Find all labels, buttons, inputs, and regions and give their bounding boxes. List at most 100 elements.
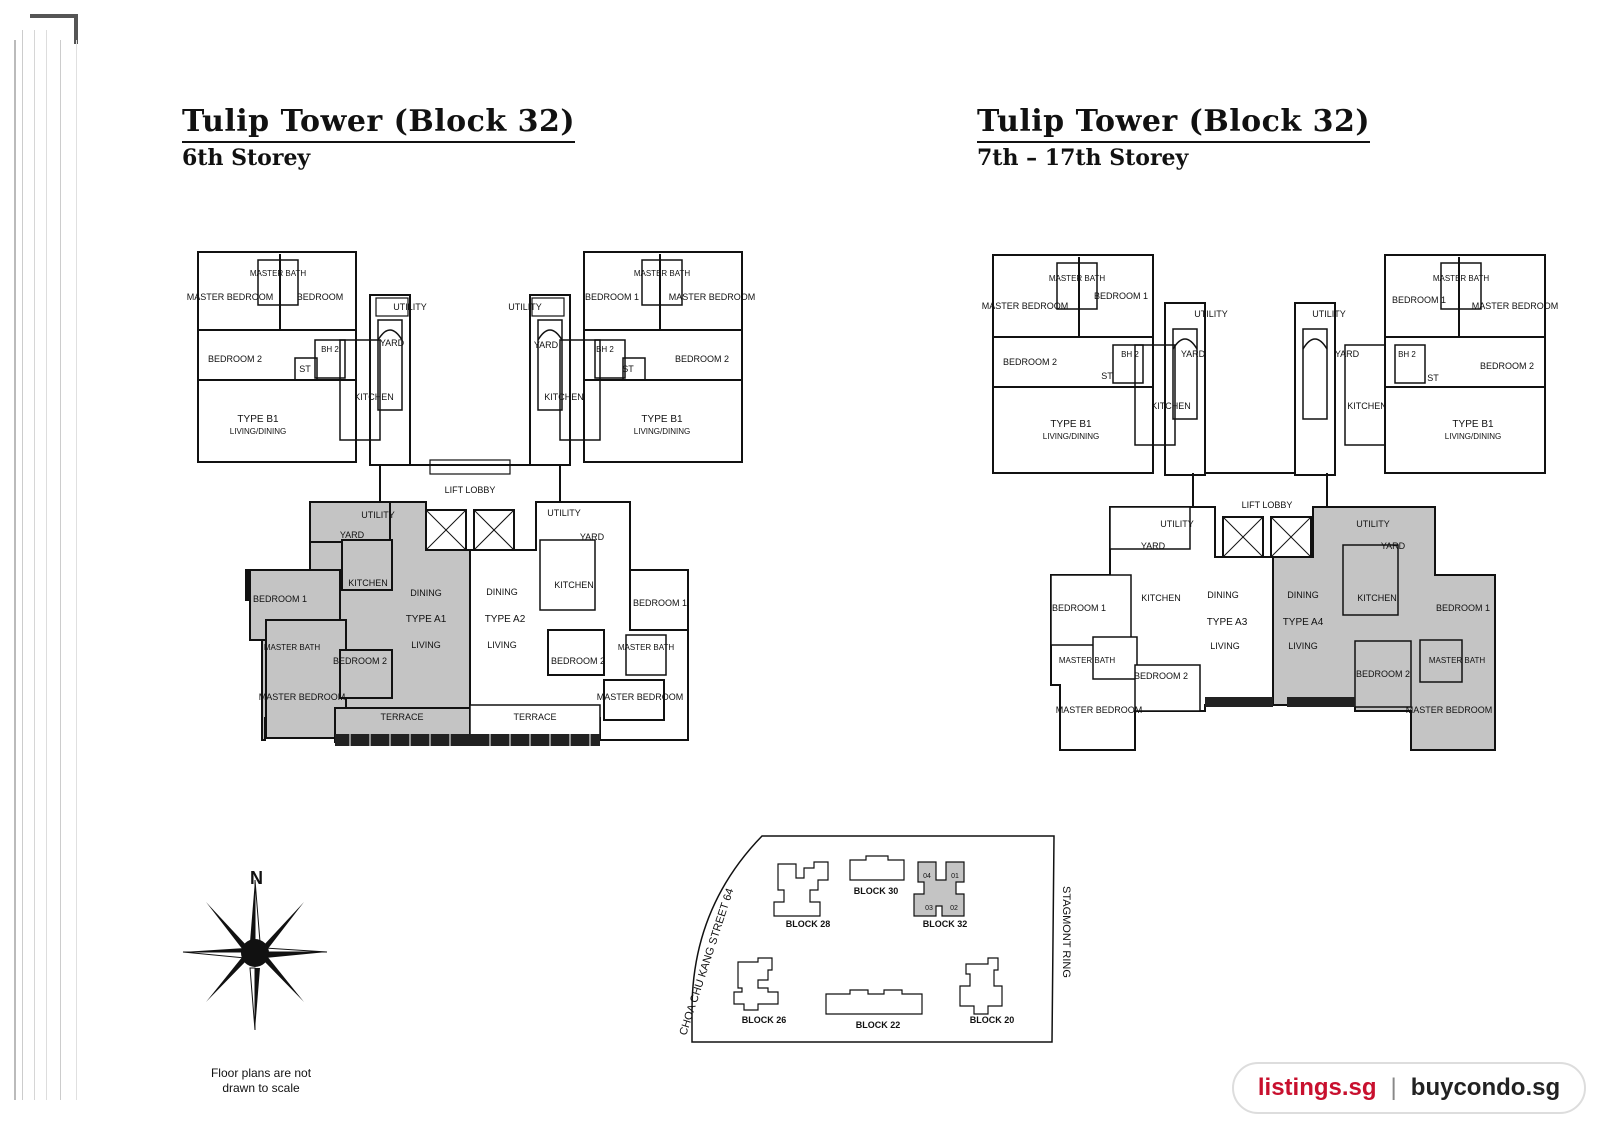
scale-note-line1: Floor plans are not	[210, 1066, 312, 1080]
footer-brand-badge: listings.sg | buycondo.sg	[1232, 1062, 1586, 1114]
site-label-block-20: BLOCK 20	[970, 1015, 1015, 1025]
r-lbl-master-bath: MASTER BATH	[1049, 274, 1106, 283]
lbl-type-b1: TYPE B1	[237, 414, 279, 425]
lbl-living-dining-e: LIVING/DINING	[634, 427, 690, 436]
site-block-22	[825, 989, 923, 1015]
r-lbl-master-bedroom-e: MASTER BEDROOM	[1472, 301, 1559, 311]
lbl-bh2: BH 2	[321, 345, 339, 354]
lbl-yard-e: YARD	[534, 340, 559, 350]
r-lbl-master-bath-e: MASTER BATH	[1433, 274, 1490, 283]
lbl-living-a1: LIVING	[411, 640, 441, 650]
lbl-yard-a2: YARD	[580, 532, 605, 542]
r-lbl-living-a3: LIVING	[1210, 641, 1240, 651]
north-label: N	[250, 868, 263, 888]
left-plan-heading: Tulip Tower (Block 32) 6th Storey	[182, 105, 576, 173]
unit-01: 01	[951, 873, 959, 880]
r-lbl-kitchen-a4: KITCHEN	[1357, 593, 1397, 603]
site-label-block-26: BLOCK 26	[742, 1015, 787, 1025]
r-lbl-lift-lobby: LIFT LOBBY	[1242, 500, 1293, 510]
site-block-32	[913, 861, 965, 917]
r-lbl-kitchen: KITCHEN	[1151, 401, 1191, 411]
site-label-block-30: BLOCK 30	[854, 886, 899, 896]
lbl-type-a2: TYPE A2	[485, 614, 526, 625]
r-lbl-yard-a3: YARD	[1141, 541, 1166, 551]
lbl-bedroom-1-e: BEDROOM 1	[585, 292, 639, 302]
r-lbl-master-bedroom: MASTER BEDROOM	[982, 301, 1069, 311]
r-lbl-dining-a4: DINING	[1287, 590, 1319, 600]
lbl-bedroom-1-a1: BEDROOM 1	[253, 594, 307, 604]
r-lbl-type-a3: TYPE A3	[1207, 617, 1248, 628]
lbl-master-bath-a1: MASTER BATH	[264, 643, 321, 652]
site-label-block-28: BLOCK 28	[786, 919, 831, 929]
r-lbl-master-bath-a4: MASTER BATH	[1429, 656, 1486, 665]
brand-listings-link[interactable]: listings.sg	[1257, 1074, 1377, 1101]
r-lbl-kitchen-a3: KITCHEN	[1141, 593, 1181, 603]
lbl-master-bedroom-a2: MASTER BEDROOM	[597, 692, 684, 702]
lbl-bh2-e: BH 2	[596, 345, 614, 354]
r-lbl-bedroom-2-a3: BEDROOM 2	[1134, 671, 1188, 681]
brand-buycondo-link[interactable]: buycondo.sg	[1410, 1074, 1561, 1101]
scale-note: Floor plans are not drawn to scale	[196, 1066, 326, 1096]
r-lbl-bedroom-2: BEDROOM 2	[1003, 357, 1057, 367]
lbl-kitchen-a1: KITCHEN	[348, 578, 388, 588]
r-lbl-st: ST	[1101, 371, 1113, 381]
r-lbl-bh2-e: BH 2	[1398, 350, 1416, 359]
compass-icon	[182, 880, 328, 1030]
lbl-bedroom-1-a2: BEDROOM 1	[633, 598, 687, 608]
site-label-block-32: BLOCK 32	[923, 919, 968, 929]
lbl-st-e: ST	[622, 364, 634, 374]
lbl-bedroom-2: BEDROOM 2	[208, 354, 262, 364]
lbl-master-bedroom: MASTER BEDROOM	[187, 292, 274, 302]
lbl-utility-a2: UTILITY	[547, 508, 581, 518]
lbl-type-a1: TYPE A1	[406, 614, 447, 625]
r-lbl-type-a4: TYPE A4	[1283, 617, 1324, 628]
site-block-26	[733, 957, 779, 1011]
r-lbl-living-a4: LIVING	[1288, 641, 1318, 651]
lbl-kitchen-a2: KITCHEN	[554, 580, 594, 590]
lbl-bedroom: BEDROOM	[297, 292, 344, 302]
unit-04: 04	[923, 873, 931, 880]
r-lbl-yard-e: YARD	[1335, 349, 1360, 359]
r-lbl-bedroom-1-a4: BEDROOM 1	[1436, 603, 1490, 613]
lbl-dining-a2: DINING	[486, 587, 518, 597]
lbl-master-bedroom-e: MASTER BEDROOM	[669, 292, 756, 302]
lbl-living-a2: LIVING	[487, 640, 517, 650]
lbl-bedroom-2-e: BEDROOM 2	[675, 354, 729, 364]
r-lbl-bedroom-2-a4: BEDROOM 2	[1356, 669, 1410, 679]
lbl-utility: UTILITY	[393, 302, 427, 312]
right-plan-title: Tulip Tower (Block 32)	[977, 105, 1371, 143]
lbl-master-bath-a2: MASTER BATH	[618, 643, 675, 652]
lbl-master-bath-e: MASTER BATH	[634, 269, 691, 278]
left-plan-subtitle: 6th Storey	[182, 145, 311, 171]
site-block-20	[959, 957, 1003, 1015]
lbl-kitchen-e: KITCHEN	[544, 392, 584, 402]
left-floor-plan: MASTER BEDROOM MASTER BATH BEDROOM BEDRO…	[187, 251, 756, 746]
site-block-28	[773, 861, 829, 917]
r-lbl-master-bedroom-a4: MASTER BEDROOM	[1406, 705, 1493, 715]
r-lbl-living-dining-e: LIVING/DINING	[1445, 432, 1501, 441]
right-floor-plan: MASTER BEDROOM MASTER BATH BEDROOM 1 BED…	[982, 254, 1559, 751]
lbl-yard-a1: YARD	[340, 530, 365, 540]
right-b1-unit-west	[992, 254, 1154, 474]
lbl-yard: YARD	[380, 338, 405, 348]
r-lbl-living-dining: LIVING/DINING	[1043, 432, 1099, 441]
r-lbl-yard-a4: YARD	[1381, 541, 1406, 551]
lbl-kitchen: KITCHEN	[354, 392, 394, 402]
right-plan-subtitle: 7th – 17th Storey	[977, 145, 1189, 171]
lbl-st: ST	[299, 364, 311, 374]
scan-edge-artifact	[14, 14, 78, 1100]
site-plan: 04 01 03 02 BLOCK 28 BLOCK 30 BLOCK 32 B…	[677, 835, 1072, 1043]
r-lbl-utility-a4: UTILITY	[1356, 519, 1390, 529]
lbl-bedroom-2-a2: BEDROOM 2	[551, 656, 605, 666]
r-lbl-st-e: ST	[1427, 373, 1439, 383]
r-lbl-utility-e: UTILITY	[1312, 309, 1346, 319]
r-lbl-master-bedroom-a3: MASTER BEDROOM	[1056, 705, 1143, 715]
left-b1-unit-east	[583, 251, 743, 463]
lbl-lift-lobby: LIFT LOBBY	[445, 485, 496, 495]
lbl-utility-e: UTILITY	[508, 302, 542, 312]
r-lbl-dining-a3: DINING	[1207, 590, 1239, 600]
r-lbl-master-bath-a3: MASTER BATH	[1059, 656, 1116, 665]
lbl-master-bath: MASTER BATH	[250, 269, 307, 278]
unit-03: 03	[925, 905, 933, 912]
lbl-bedroom-2-a1: BEDROOM 2	[333, 656, 387, 666]
